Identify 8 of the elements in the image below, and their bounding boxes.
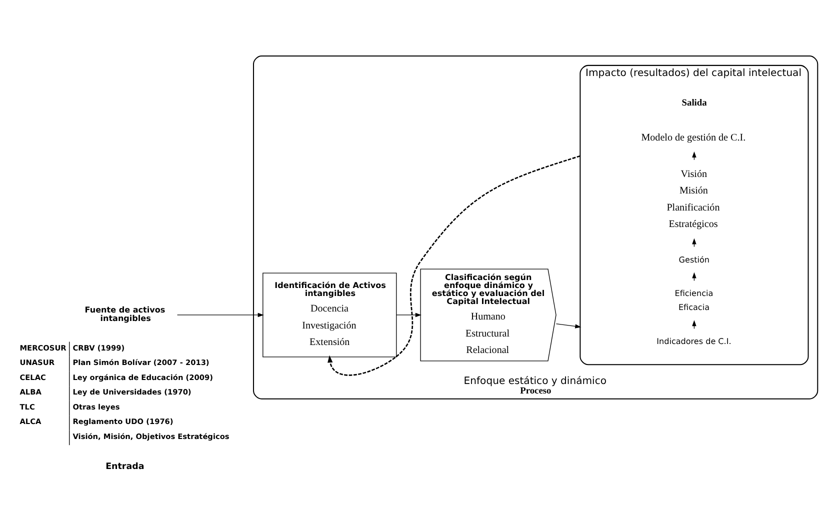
arrow xyxy=(556,322,582,328)
arrow xyxy=(396,312,422,317)
node-text: Modelo de gestión de C.I. xyxy=(641,132,746,144)
node-label: Salida xyxy=(682,98,707,108)
label: Entrada xyxy=(106,461,144,472)
arrow xyxy=(176,312,264,317)
arrow xyxy=(328,154,580,376)
node-text: Visión Misión Planificación Estratégicos xyxy=(666,168,720,230)
